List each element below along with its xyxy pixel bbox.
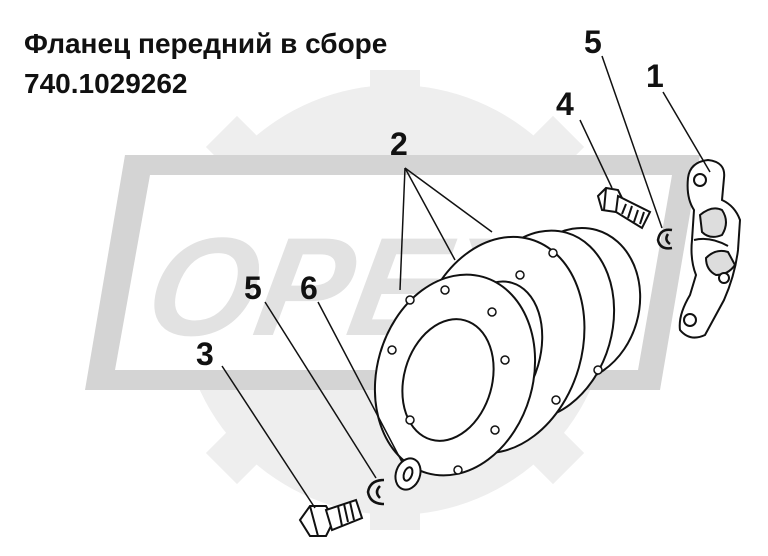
callout-5-lower: 5 [244,270,262,306]
callout-4: 4 [556,86,574,122]
callout-5-upper: 5 [584,24,602,60]
part-3-bolt [298,498,364,537]
part-5-lock-washer-lower [366,478,385,506]
part-2-flange-stack [373,226,642,477]
callout-2: 2 [390,126,408,162]
leader-lines [221,55,711,509]
callout-1: 1 [646,58,664,94]
part-4-bolt [596,186,652,230]
part-1-bracket [678,158,742,339]
callout-3: 3 [196,336,214,372]
diagram-title: Фланец передний в сборе [24,28,388,59]
part-number: 740.1029262 [24,68,188,99]
part-6-washer [394,457,422,491]
part-5-lock-washer-upper [656,228,673,250]
callout-6: 6 [300,270,318,306]
